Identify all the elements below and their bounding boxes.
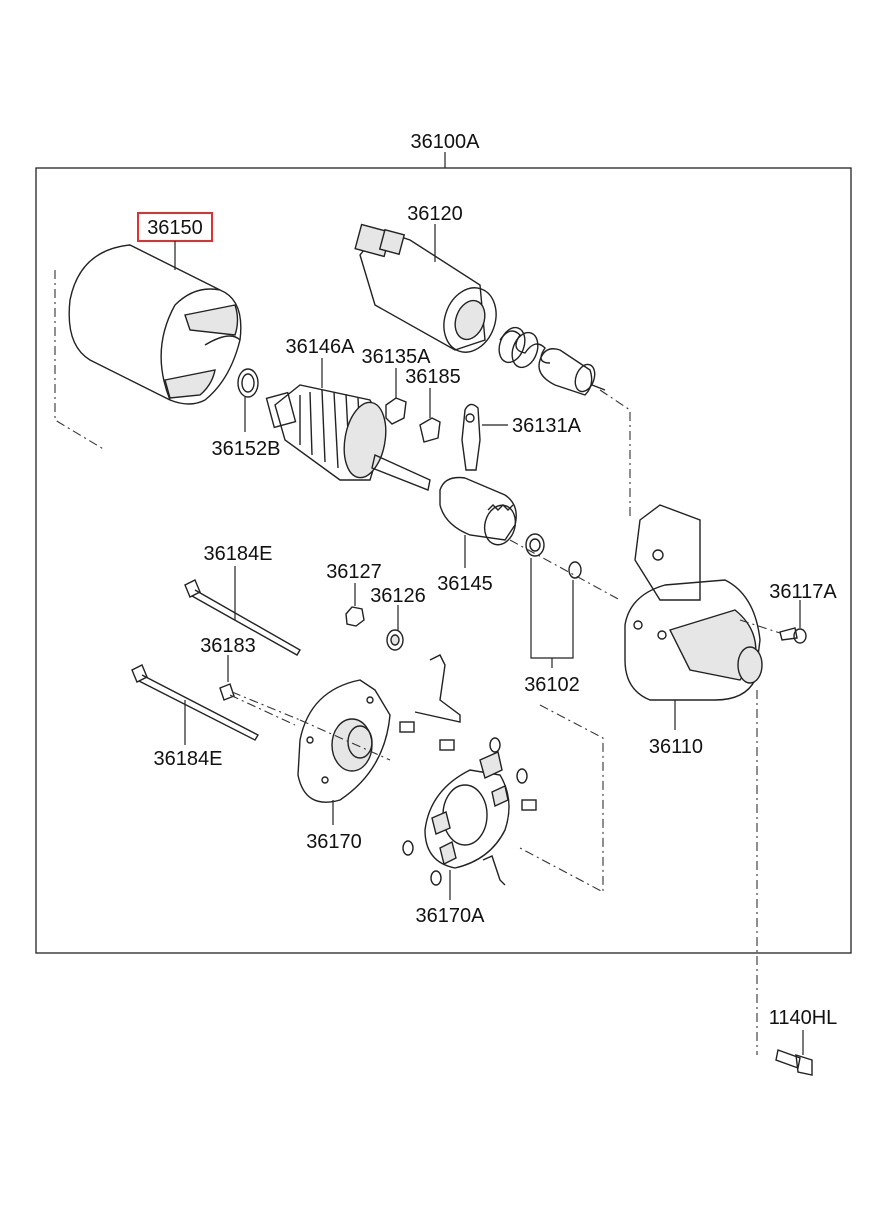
label-36126[interactable]: 36126	[370, 585, 426, 607]
label-36170A[interactable]: 36170A	[416, 905, 486, 927]
label-36102[interactable]: 36102	[524, 674, 580, 696]
label-36135A[interactable]: 36135A	[362, 346, 432, 368]
part-lever[interactable]	[461, 403, 481, 471]
part-through-bolt-top[interactable]	[184, 579, 301, 656]
part-spring	[498, 326, 551, 369]
part-rear-bracket[interactable]	[297, 679, 391, 803]
label-36131A[interactable]: 36131A	[512, 415, 582, 437]
part-brush-springs	[402, 737, 537, 886]
label-1140HL[interactable]: 1140HL	[769, 1007, 838, 1029]
part-screw-36183[interactable]	[219, 683, 235, 701]
part-armature[interactable]	[265, 384, 431, 491]
part-washer-36152B[interactable]	[237, 368, 259, 398]
assembly-frame	[35, 167, 852, 954]
label-36150[interactable]: 36150	[147, 217, 203, 239]
part-terminal-lead	[399, 654, 461, 751]
part-36135A[interactable]	[385, 397, 407, 425]
part-drive-housing[interactable]	[624, 504, 763, 701]
label-36145[interactable]: 36145	[437, 573, 493, 595]
part-yoke-housing[interactable]	[68, 244, 242, 405]
label-36127[interactable]: 36127	[326, 561, 382, 583]
label-36183[interactable]: 36183	[200, 635, 256, 657]
part-through-bolt-bottom[interactable]	[131, 664, 259, 741]
part-pinion[interactable]	[439, 476, 520, 549]
part-brush-holder[interactable]	[424, 751, 510, 869]
label-36110[interactable]: 36110	[649, 736, 703, 758]
part-plunger	[538, 348, 606, 396]
part-bolt-1140HL[interactable]	[775, 1049, 813, 1076]
part-nut-36127[interactable]	[345, 606, 365, 627]
label-36170[interactable]: 36170	[306, 831, 362, 853]
part-36185[interactable]	[419, 417, 441, 443]
part-washer-36126[interactable]	[386, 629, 404, 651]
label-36185[interactable]: 36185	[405, 366, 461, 388]
label-36184E-top[interactable]: 36184E	[204, 543, 273, 565]
label-36120[interactable]: 36120	[407, 203, 463, 225]
part-screw-36117A[interactable]	[779, 627, 807, 644]
label-36152B[interactable]: 36152B	[212, 438, 281, 460]
part-stop-ring[interactable]	[525, 533, 582, 579]
label-36117A[interactable]: 36117A	[769, 581, 837, 603]
label-36184E-bottom[interactable]: 36184E	[154, 748, 223, 770]
label-36100A[interactable]: 36100A	[411, 131, 481, 153]
label-36146A[interactable]: 36146A	[286, 336, 356, 358]
part-solenoid[interactable]	[354, 223, 505, 360]
